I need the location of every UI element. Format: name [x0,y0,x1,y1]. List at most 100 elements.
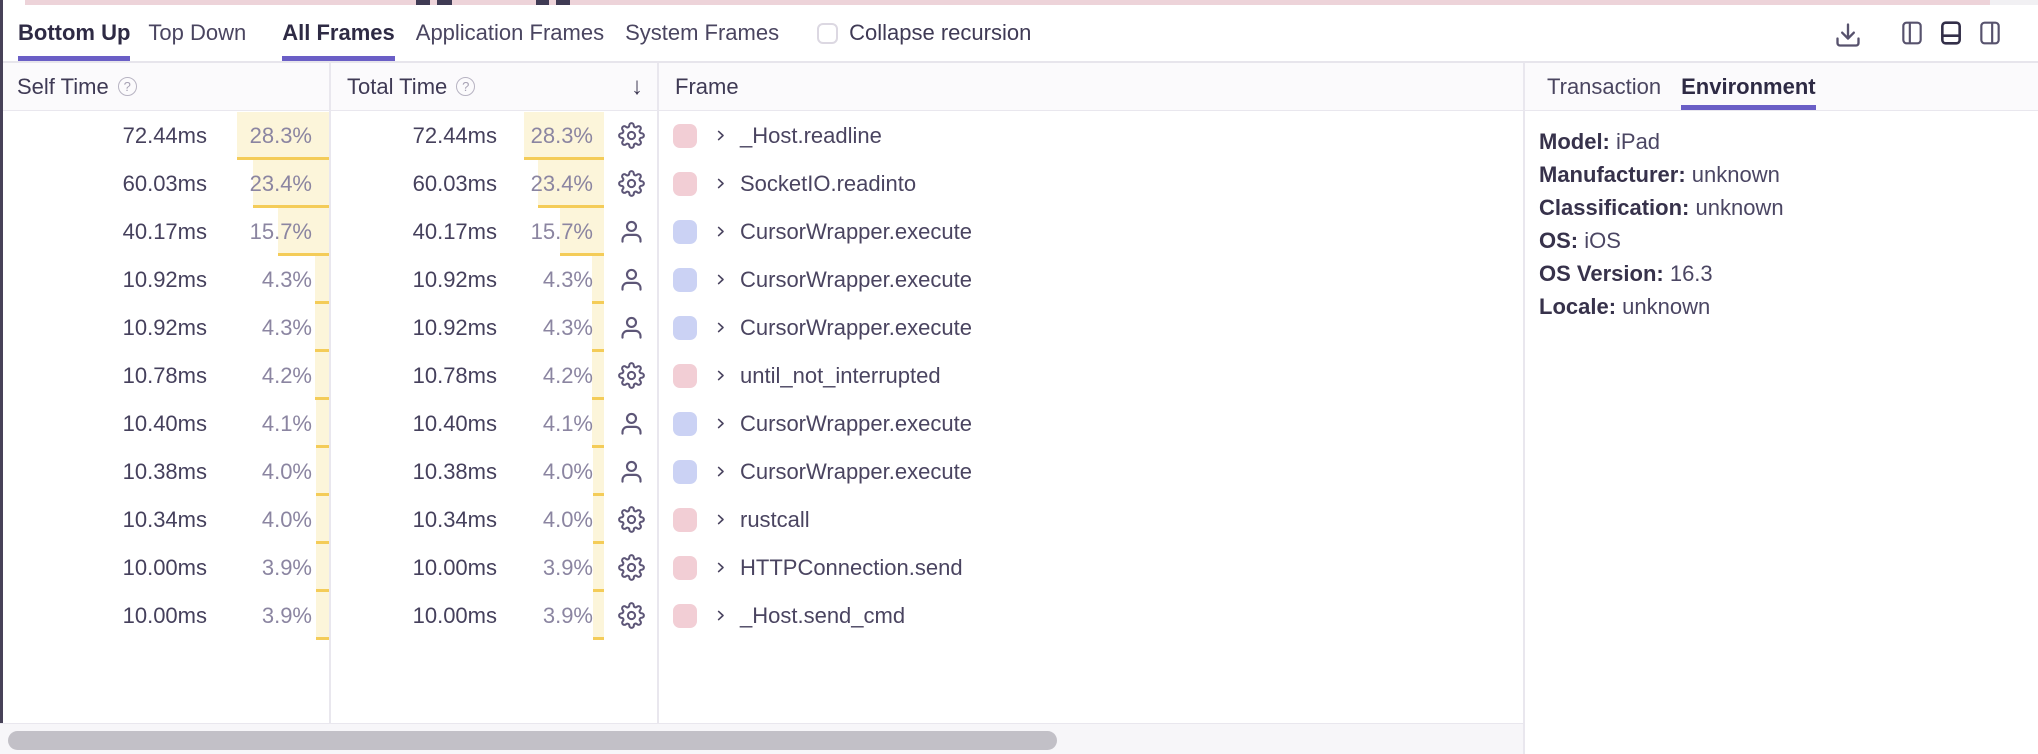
self-time-percent: 23.4% [249,170,312,196]
chevron-right-icon [713,368,728,383]
layout-bottom-panel-button[interactable] [1938,18,1964,48]
frame-row[interactable]: 10.00ms 3.9% 10.00ms 3.9% _Host.send_cmd [0,591,1523,640]
user-icon [616,400,646,448]
layout-left-panel-button[interactable] [1899,18,1925,48]
toolbar-tab-bottom-up[interactable]: Bottom Up [18,5,131,61]
total-time-header-label: Total Time [347,73,448,99]
flamegraph-mark [416,0,430,5]
layout-toggle-group [1899,18,2003,48]
horizontal-scrollbar-thumb[interactable] [8,731,1057,750]
frame-row[interactable]: 10.34ms 4.0% 10.34ms 4.0% rustcall [0,495,1523,544]
column-header-total-time[interactable]: Total Time ? ↓ [329,63,657,110]
frame-header-label: Frame [675,73,739,99]
frame-name: rustcall [740,506,810,532]
frame-row[interactable]: 10.38ms 4.0% 10.38ms 4.0% CursorWrapper.… [0,447,1523,496]
total-time-percent-bar [524,111,604,160]
table-header: Self Time ? Total Time ? ↓ Frame [0,63,1523,111]
total-time-percent-bar [592,351,604,400]
chevron-right-icon [713,416,728,431]
frame-row[interactable]: 10.78ms 4.2% 10.78ms 4.2% until_not_inte… [0,351,1523,400]
environment-field-os-version: OS Version: 16.3 [1539,257,2018,290]
self-time-percent-bar [253,159,329,208]
toolbar-tab-system-frames[interactable]: System Frames [625,20,780,45]
total-time-percent-bar [593,495,604,544]
collapse-recursion-checkbox[interactable] [817,22,839,44]
environment-field-label: Classification: [1539,195,1690,220]
self-time-percent-bar [316,543,329,592]
self-time-percent-bar [315,255,329,304]
frame-name: _Host.send_cmd [740,602,906,628]
column-header-frame[interactable]: Frame [657,63,1523,110]
total-time-percent: 23.4% [530,170,593,196]
frame-color-swatch [673,219,697,244]
frame-name: CursorWrapper.execute [740,458,972,484]
frame-row[interactable]: 72.44ms 28.3% 72.44ms 28.3% _Host.readli… [0,111,1523,160]
frame-row[interactable]: 60.03ms 23.4% 60.03ms 23.4% SocketIO.rea… [0,159,1523,208]
environment-field-model: Model: iPad [1539,125,2018,158]
frame-color-swatch [673,363,697,388]
help-icon[interactable]: ? [456,77,476,96]
environment-field-classification: Classification: unknown [1539,191,2018,224]
environment-field-label: Locale: [1539,294,1617,319]
gear-icon [616,352,646,400]
frame-cell: SocketIO.readinto [673,160,916,208]
environment-field-manufacturer: Manufacturer: unknown [1539,158,2018,191]
chevron-right-icon [713,176,728,191]
flamegraph-mark [437,0,452,5]
self-time-percent-bar [315,351,329,400]
environment-field-label: OS: [1539,228,1579,253]
download-button[interactable] [1830,18,1866,52]
horizontal-scrollbar-track[interactable] [0,723,1523,754]
frame-row[interactable]: 10.00ms 3.9% 10.00ms 3.9% HTTPConnection… [0,543,1523,592]
panel-left-icon [1902,21,1922,45]
collapse-recursion-label: Collapse recursion [849,20,1032,45]
column-header-self-time[interactable]: Self Time ? [0,63,329,110]
total-time-percent-bar [592,399,604,448]
self-time-percent-bar [316,447,329,496]
details-panel-tabs: Transaction Environment [1525,63,2038,111]
frame-cell: _Host.send_cmd [673,592,905,640]
frame-row[interactable]: 10.40ms 4.1% 10.40ms 4.1% CursorWrapper.… [0,399,1523,448]
toolbar-tab-top-down[interactable]: Top Down [148,20,247,45]
frame-color-swatch [673,555,697,580]
frame-name: _Host.readline [740,122,882,148]
layout-right-panel-button[interactable] [1977,18,2003,48]
self-time-percent: 4.2% [261,362,312,388]
self-time-percent: 4.3% [261,266,312,292]
panel-tab-environment[interactable]: Environment [1681,63,1817,110]
toolbar-tab-all-frames[interactable]: All Frames [282,5,395,61]
frame-row[interactable]: 40.17ms 15.7% 40.17ms 15.7% CursorWrappe… [0,207,1523,256]
total-time-percent-bar [592,255,604,304]
self-time-percent-bar [315,303,329,352]
environment-field-label: Model: [1539,129,1610,154]
chevron-right-icon [713,224,728,239]
total-time-percent-bar [593,591,604,640]
toolbar-tab-application-frames[interactable]: Application Frames [415,20,605,45]
frame-name: CursorWrapper.execute [740,410,972,436]
self-time-header-label: Self Time [17,73,109,99]
user-icon [616,208,646,256]
total-time-value: 10.34ms [412,506,497,532]
gear-icon [616,544,646,592]
self-time-value: 60.03ms [122,170,207,196]
help-icon[interactable]: ? [117,77,137,96]
frame-color-swatch [673,507,697,532]
sort-descending-icon: ↓ [631,72,643,100]
chevron-right-icon [713,464,728,479]
frame-color-swatch [673,267,697,292]
frame-cell: HTTPConnection.send [673,544,963,592]
environment-field-label: OS Version: [1539,261,1664,286]
total-time-percent: 3.9% [542,554,593,580]
total-time-percent-bar [593,543,604,592]
total-time-value: 10.00ms [412,554,497,580]
frame-row[interactable]: 10.92ms 4.3% 10.92ms 4.3% CursorWrapper.… [0,303,1523,352]
total-time-percent-bar [593,447,604,496]
flamegraph-edge-strip [0,0,2038,5]
total-time-value: 10.92ms [412,314,497,340]
total-time-percent-bar [560,207,604,256]
frame-cell: CursorWrapper.execute [673,400,972,448]
panel-tab-transaction[interactable]: Transaction [1547,73,1662,99]
frame-row[interactable]: 10.92ms 4.3% 10.92ms 4.3% CursorWrapper.… [0,255,1523,304]
total-time-percent: 4.0% [542,458,593,484]
user-icon [616,304,646,352]
